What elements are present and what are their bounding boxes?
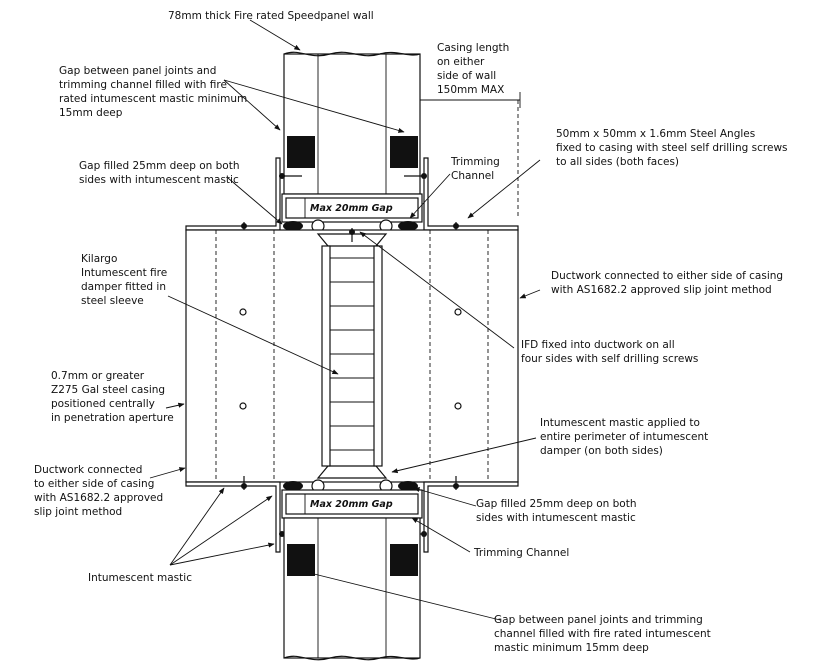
svg-text:rated intumescent mastic minim: rated intumescent mastic minimum (59, 93, 247, 105)
casing-steel-label: 0.7mm or greater Z275 Gal steel casing p… (51, 370, 174, 424)
max-gap-bottom-label: Max 20mm Gap (310, 499, 393, 510)
casing-length-label: Casing length on either side of wall 150… (437, 42, 509, 96)
svg-text:Trimming: Trimming (450, 156, 500, 168)
svg-text:steel sleeve: steel sleeve (81, 295, 144, 307)
svg-text:50mm x 50mm x 1.6mm Steel Angl: 50mm x 50mm x 1.6mm Steel Angles (556, 128, 755, 140)
mastic-block-top-right (390, 136, 418, 168)
leader-lines (149, 19, 541, 621)
svg-text:IFD fixed into ductwork on all: IFD fixed into ductwork on all (521, 339, 675, 351)
svg-text:channel filled with fire rated: channel filled with fire rated intumesce… (494, 628, 711, 640)
svg-text:15mm deep: 15mm deep (59, 107, 123, 119)
svg-text:on either: on either (437, 56, 485, 68)
intumescent-mastic-label: Intumescent mastic (88, 572, 192, 584)
ductwork-left-label: Ductwork connected to either side of cas… (34, 464, 163, 518)
svg-text:150mm MAX: 150mm MAX (437, 84, 504, 96)
gap25-top-label: Gap filled 25mm deep on both sides with … (79, 160, 240, 186)
max-gap-top-label: Max 20mm Gap (310, 203, 393, 214)
intumescent-damper (316, 228, 388, 479)
svg-text:to all sides (both faces): to all sides (both faces) (556, 156, 679, 168)
svg-text:Intumescent mastic applied to: Intumescent mastic applied to (540, 417, 700, 429)
svg-text:sides with intumescent mastic: sides with intumescent mastic (79, 174, 239, 186)
svg-text:sides with intumescent mastic: sides with intumescent mastic (476, 512, 636, 524)
svg-text:Gap between panel joints and: Gap between panel joints and (59, 65, 216, 77)
svg-text:in penetration aperture: in penetration aperture (51, 412, 174, 424)
svg-text:0.7mm or greater: 0.7mm or greater (51, 370, 145, 382)
ductwork-right-label: Ductwork connected to either side of cas… (551, 270, 783, 296)
casing-length-dimension (419, 92, 521, 218)
top-wall (283, 51, 421, 195)
svg-text:to either side of casing: to either side of casing (34, 478, 154, 490)
bottom-steel-angles (185, 476, 519, 553)
kilargo-label: Kilargo Intumescent fire damper fitted i… (81, 253, 167, 307)
bottom-trimming-channel (281, 489, 423, 519)
ifd-fixed-label: IFD fixed into ductwork on all four side… (521, 339, 698, 365)
svg-text:damper (on both sides): damper (on both sides) (540, 445, 663, 457)
mastic-applied-label: Intumescent mastic applied to entire per… (540, 417, 708, 457)
svg-text:positioned centrally: positioned centrally (51, 398, 155, 410)
svg-text:Casing length: Casing length (437, 42, 509, 54)
svg-text:four sides with self drilling: four sides with self drilling screws (521, 353, 698, 365)
svg-text:Gap filled 25mm deep on both: Gap filled 25mm deep on both (79, 160, 240, 172)
gap-bottom-label: Gap between panel joints and trimming ch… (494, 614, 711, 654)
svg-text:entire perimeter of intumescen: entire perimeter of intumescent (540, 431, 708, 443)
trimming-bottom-label: Trimming Channel (473, 547, 569, 559)
svg-text:fixed to casing with steel sel: fixed to casing with steel self drilling… (556, 142, 788, 154)
svg-text:slip joint method: slip joint method (34, 506, 122, 518)
steel-casing (185, 229, 519, 483)
svg-text:Intumescent fire: Intumescent fire (81, 267, 167, 279)
bottom-wall (283, 517, 421, 661)
svg-text:side of wall: side of wall (437, 70, 496, 82)
gap25-bottom-label: Gap filled 25mm deep on both sides with … (476, 498, 637, 524)
svg-text:with AS1682.2 approved slip jo: with AS1682.2 approved slip joint method (551, 284, 772, 296)
mastic-block-top-left (287, 136, 315, 168)
trimming-top-label: Trimming Channel (450, 156, 500, 182)
svg-text:Gap filled 25mm deep on both: Gap filled 25mm deep on both (476, 498, 637, 510)
svg-text:damper fitted in: damper fitted in (81, 281, 166, 293)
svg-text:with AS1682.2 approved: with AS1682.2 approved (34, 492, 163, 504)
svg-text:trimming channel filled with f: trimming channel filled with fire (59, 79, 227, 91)
svg-text:mastic minimum 15mm deep: mastic minimum 15mm deep (494, 642, 649, 654)
mastic-block-bottom-right (390, 544, 418, 576)
svg-text:Channel: Channel (451, 170, 494, 182)
svg-text:Gap between panel joints and t: Gap between panel joints and trimming (494, 614, 703, 626)
svg-text:Kilargo: Kilargo (81, 253, 117, 265)
svg-text:Ductwork connected: Ductwork connected (34, 464, 142, 476)
svg-text:Z275 Gal steel casing: Z275 Gal steel casing (51, 384, 165, 396)
top-trimming-channel (281, 193, 423, 223)
mastic-block-bottom-left (287, 544, 315, 576)
steel-angles-label: 50mm x 50mm x 1.6mm Steel Angles fixed t… (556, 128, 788, 168)
svg-text:Ductwork connected to either s: Ductwork connected to either side of cas… (551, 270, 783, 282)
gap-top-label: Gap between panel joints and trimming ch… (59, 65, 247, 119)
wall-title-label: 78mm thick Fire rated Speedpanel wall (168, 10, 374, 22)
